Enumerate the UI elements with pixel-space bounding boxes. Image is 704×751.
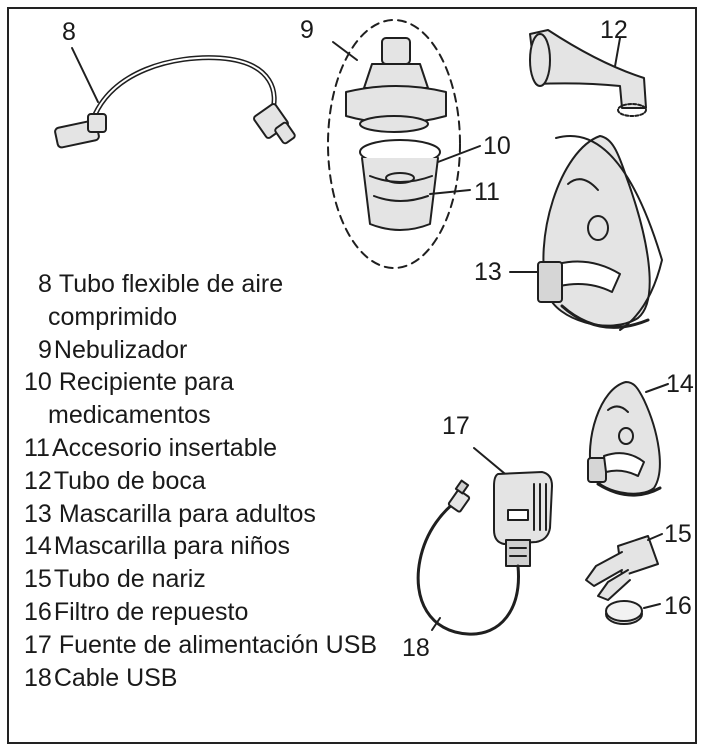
legend-item-12: 12Tubo de boca <box>24 466 206 495</box>
callout-8: 8 <box>62 18 76 46</box>
nose-tube-drawing <box>585 533 663 601</box>
mouthpiece-drawing <box>529 29 647 117</box>
legend-item-9: 9Nebulizador <box>38 335 188 364</box>
usb-power-supply-drawing <box>473 447 553 567</box>
callout-12: 12 <box>600 16 628 44</box>
legend-item-18: 18Cable USB <box>24 663 178 692</box>
child-mask-drawing <box>587 381 669 497</box>
legend-item-14: 14Mascarilla para niños <box>24 532 291 561</box>
usb-cable-drawing <box>416 479 520 636</box>
legend-item-10-cont: medicamentos <box>48 401 211 430</box>
callout-15: 15 <box>664 520 692 548</box>
legend-item-8-cont: comprimido <box>48 302 178 331</box>
callout-18: 18 <box>402 634 430 662</box>
diagram-frame <box>7 7 697 744</box>
callout-9: 9 <box>300 16 314 44</box>
legend-item-11: 11Accesorio insertable <box>24 433 278 462</box>
callout-10: 10 <box>483 132 511 160</box>
callout-13: 13 <box>474 258 502 286</box>
callout-17: 17 <box>442 412 470 440</box>
spare-filter-drawing <box>605 600 661 625</box>
legend-item-15: 15Tubo de nariz <box>24 565 206 594</box>
callout-16: 16 <box>664 592 692 620</box>
nebulizer-drawing <box>327 19 481 269</box>
legend-item-16: 16Filtro de repuesto <box>24 597 249 626</box>
callout-11: 11 <box>474 178 500 206</box>
adult-mask-drawing <box>509 135 663 331</box>
callout-14: 14 <box>666 370 694 398</box>
air-tube-drawing <box>54 47 296 149</box>
